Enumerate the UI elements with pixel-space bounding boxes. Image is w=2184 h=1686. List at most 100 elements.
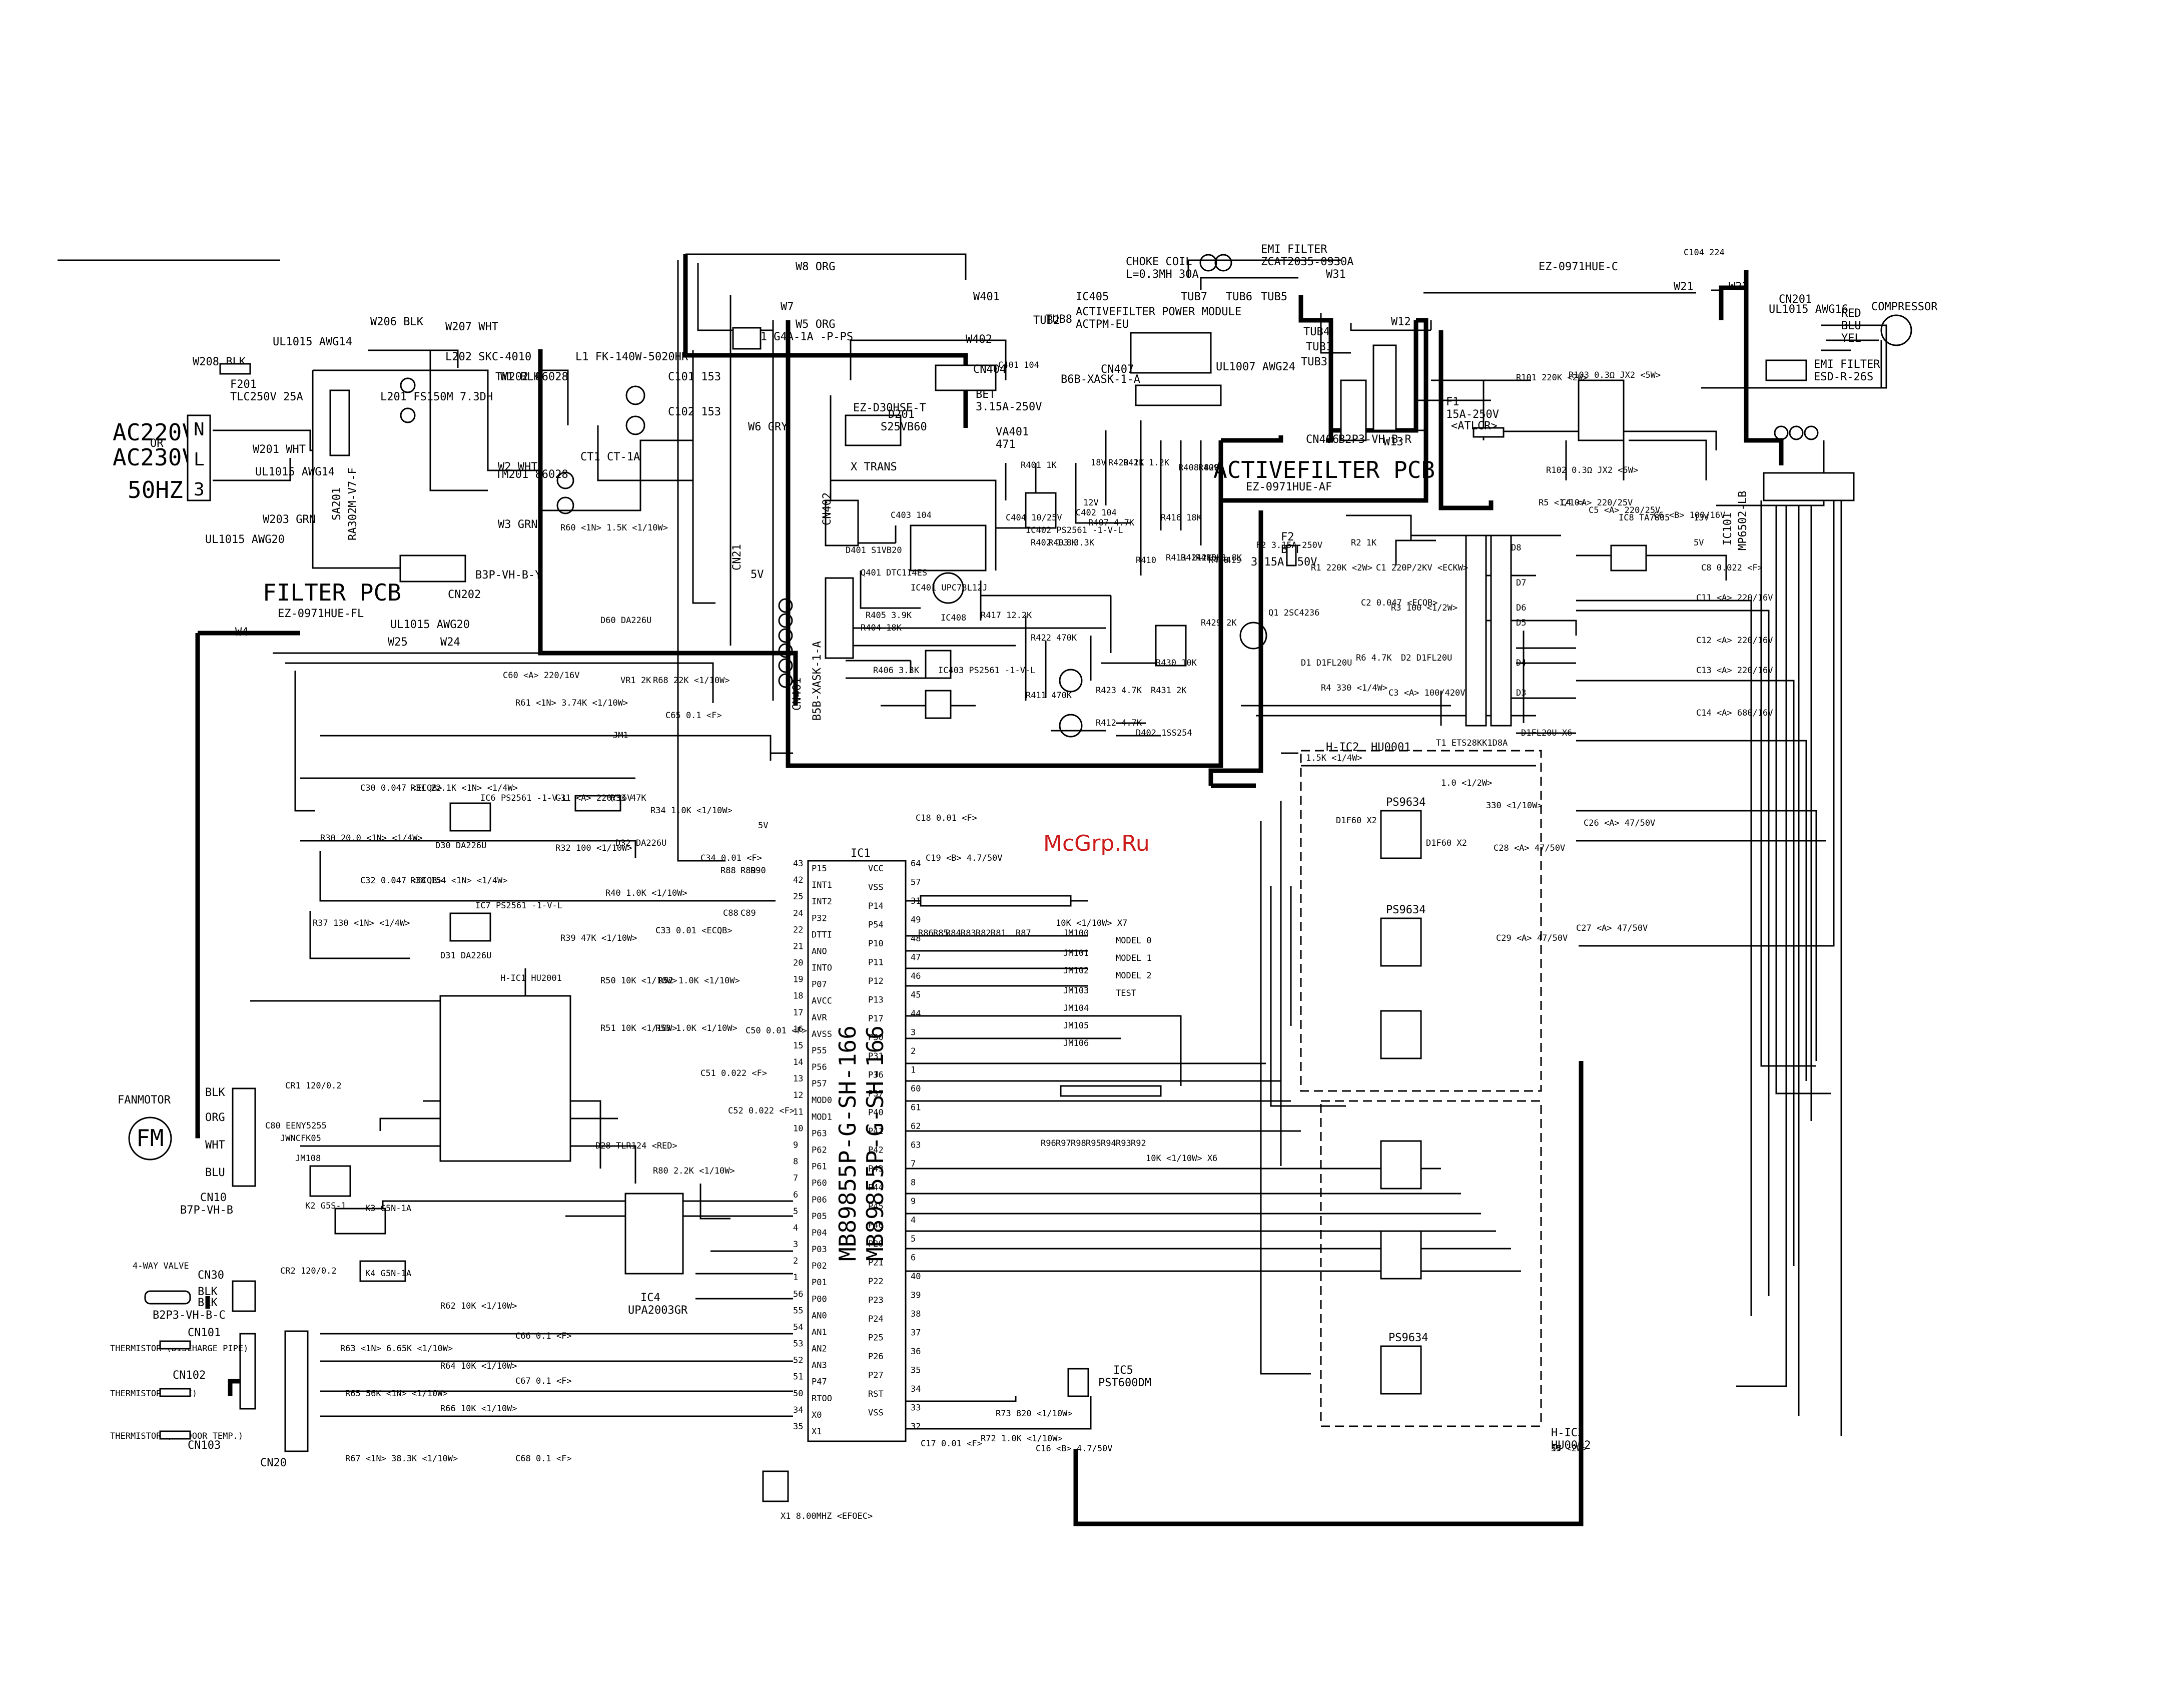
ic1-right-pin-signal: P27 xyxy=(868,1371,884,1381)
va401-value: 471 xyxy=(996,438,1016,451)
wire-awg14-b: UL1015 AWG14 xyxy=(273,336,352,348)
ic1-right-pin-number: 61 xyxy=(911,1103,921,1113)
or-label: OR xyxy=(150,437,164,450)
ic1-left-pin-signal: DTTI xyxy=(812,930,832,940)
ic1-part-dup: MB89855P-G-SH-166 xyxy=(834,1025,861,1261)
ic5-block xyxy=(1067,1368,1089,1397)
fuse-f2-ref: F2 xyxy=(1281,531,1294,543)
cn202-block xyxy=(399,554,466,583)
cn21-label: CN21 xyxy=(731,544,744,571)
ic1-right-pin-number: 39 xyxy=(911,1291,921,1301)
ic1-left-pin-signal: INTO xyxy=(812,963,832,973)
center-part-label: R97 xyxy=(1056,1139,1071,1149)
left-part-label: C50 0.01 <F> xyxy=(746,1026,807,1036)
ic1-left-pin-signal: P61 xyxy=(812,1162,827,1172)
filter-pcb-label: FILTER PCB xyxy=(263,579,401,606)
active-part-label: R415 1.8K xyxy=(1196,553,1242,563)
driver-u2 xyxy=(1380,917,1422,967)
center-part-label: JM101 xyxy=(1063,948,1089,958)
left-part-label: IC6 PS2561 -1-V-L xyxy=(480,793,567,803)
cn401-label: CN401 xyxy=(791,678,804,711)
ct1-coil-a xyxy=(556,471,574,489)
cn21-pin2 xyxy=(778,613,793,628)
emi-filter-top-label: EMI FILTER xyxy=(1261,243,1327,256)
ic1-left-pin-number: 13 xyxy=(793,1074,803,1084)
ic1-right-pin-signal: P37 xyxy=(868,1089,884,1099)
ic1-left-pin-number: 8 xyxy=(793,1157,798,1167)
left-part-label: R64 10K <1/10W> xyxy=(440,1361,517,1371)
left-part-label: R32 100 <1/10W> xyxy=(555,843,632,853)
ic1-left-pin-signal: X0 xyxy=(812,1410,822,1420)
right-part-label: C5 <A> 220/25V xyxy=(1589,505,1660,515)
ic1-right-pin-signal: VCC xyxy=(868,864,884,874)
right-part-label: R6 4.7K xyxy=(1356,653,1392,663)
ic403a-block xyxy=(925,650,952,679)
ic1-right-pin-number: 44 xyxy=(911,1009,921,1019)
active-part-label: R429 2K xyxy=(1201,618,1237,628)
right-part-label: 5V xyxy=(1551,1444,1561,1454)
center-part-label: R96 xyxy=(1041,1139,1056,1149)
wire-w401: W401 xyxy=(973,291,1000,303)
ic1-right-pin-number: 6 xyxy=(911,1253,916,1263)
wire-w203: W203 GRN xyxy=(263,513,316,526)
q401-transistor xyxy=(932,572,964,604)
ic1-left-pin-number: 6 xyxy=(793,1190,798,1200)
ic1-ref: IC1 xyxy=(851,847,871,860)
wire-w13: W13 xyxy=(1383,436,1403,448)
active-part-label: R423 4.7K xyxy=(1096,686,1142,696)
tub-terminal-label: TUB4 xyxy=(1303,326,1330,338)
center-part-label: R98 xyxy=(1071,1139,1086,1149)
ic4-block xyxy=(624,1193,684,1275)
cn404-label: CN404 xyxy=(973,363,1006,376)
fan-wire-org: ORG xyxy=(205,1111,225,1124)
left-part-label: D28 TLR124 <RED> xyxy=(595,1141,677,1151)
right-part-label: 330 <1/10W> xyxy=(1486,801,1543,811)
center-part-label: C16 <B> 4.7/50V xyxy=(1036,1444,1113,1454)
ic1-left-pin-number: 10 xyxy=(793,1123,803,1134)
driver-u3 xyxy=(1380,1010,1422,1059)
active-part-label: R421 1.2K xyxy=(1123,458,1170,468)
center-part-label: C18 0.01 <F> xyxy=(916,813,977,823)
center-part-label: C19 <B> 4.7/50V xyxy=(926,853,1003,863)
ic1-right-pin-signal: P23 xyxy=(868,1296,884,1306)
cn101-label: CN101 xyxy=(188,1327,221,1339)
ic1-left-pin-number: 2 xyxy=(793,1256,798,1266)
cn401-part: B5B-XASK-1-A xyxy=(811,641,824,721)
left-part-label: R31 22.1K <1N> <1/4W> xyxy=(410,783,518,793)
fuse-f401-value: 3.15A-250V xyxy=(976,401,1042,413)
w103-terminal xyxy=(1774,425,1789,440)
active-part-label: R431 2K xyxy=(1151,686,1187,696)
hic1-block xyxy=(439,995,571,1162)
l202-label: L202 SKC-4010 xyxy=(445,351,531,363)
ic1-left-pin-number: 54 xyxy=(793,1322,803,1332)
center-part-label: JM100 xyxy=(1063,928,1089,938)
center-part-label: R83 xyxy=(961,928,976,938)
left-part-label: C52 0.022 <F> xyxy=(728,1106,795,1116)
thermistor-3 xyxy=(159,1430,191,1440)
emi-filter-top-part: ZCAT2035-0930A xyxy=(1261,256,1353,268)
center-part-label: R95 xyxy=(1086,1139,1101,1149)
wire-w3: W3 GRN xyxy=(498,518,537,531)
left-part-label: R61 <1N> 3.74K <1/10W> xyxy=(515,698,628,708)
k101-relay xyxy=(732,327,762,350)
active-part-label: R401 1K xyxy=(1021,460,1057,470)
wire-w21: W21 xyxy=(1674,281,1694,293)
left-part-label: R53 1.0K <1/10W> xyxy=(655,1023,738,1033)
right-part-label: C26 <A> 47/50V xyxy=(1584,818,1655,828)
center-part-label: 5V xyxy=(758,821,768,831)
trans-block xyxy=(845,414,902,446)
cn21-pin5 xyxy=(778,658,793,673)
bridge-part: S25VB60 xyxy=(881,421,927,433)
main-board-id: EZ-0971HUE-C xyxy=(1539,261,1618,273)
trans-ref: EZ-D30HSE-T xyxy=(853,402,926,414)
wire-w22: W22 xyxy=(1729,281,1749,293)
cn30-part: B2P3-VH-B-C xyxy=(153,1309,226,1322)
fan-wire-blk: BLK xyxy=(205,1086,225,1099)
ic1-right-pin-signal: P14 xyxy=(868,901,884,911)
ic1-left-pin-signal: AN3 xyxy=(812,1361,827,1371)
terminal-l: L xyxy=(194,449,205,470)
ic1-left-pin-signal: P32 xyxy=(812,913,827,923)
ic1-right-pin-signal: P13 xyxy=(868,995,884,1005)
